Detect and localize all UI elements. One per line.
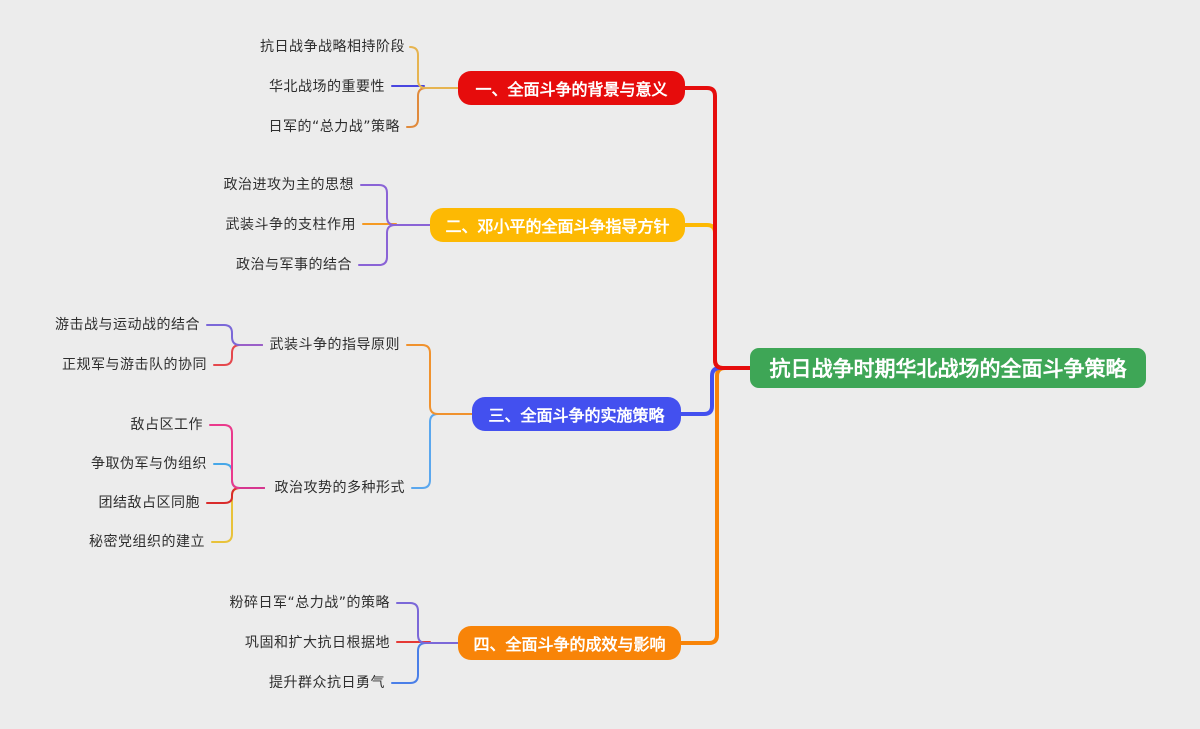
- trunk-branch1: [683, 86, 752, 370]
- leaf-topic[interactable]: 正规军与游击队的协同: [62, 357, 207, 373]
- connector-b2-c3: [358, 224, 431, 266]
- connector-b1-c1: [409, 46, 459, 89]
- trunk-branch4: [679, 366, 752, 645]
- connector-b3-c2-s1: [209, 424, 265, 489]
- connector-b4-c1: [396, 602, 459, 644]
- branch-node-3[interactable]: 三、全面斗争的实施策略: [472, 397, 681, 431]
- leaf-topic[interactable]: 团结敌占区同胞: [98, 495, 200, 511]
- leaf-topic[interactable]: 争取伪军与伪组织: [91, 456, 207, 472]
- leaf-topic[interactable]: 巩固和扩大抗日根据地: [245, 635, 390, 651]
- leaf-topic[interactable]: 抗日战争战略相持阶段: [260, 39, 405, 55]
- leaf-topic[interactable]: 粉碎日军“总力战”的策略: [229, 595, 390, 611]
- trunk-branch2: [683, 223, 752, 370]
- branch-node-2[interactable]: 二、邓小平的全面斗争指导方针: [430, 208, 685, 242]
- branch-node-4[interactable]: 四、全面斗争的成效与影响: [458, 626, 681, 660]
- subtopic[interactable]: 武装斗争的指导原则: [269, 337, 400, 353]
- branch-node-1[interactable]: 一、全面斗争的背景与意义: [458, 71, 685, 105]
- connector-b2-c1: [360, 184, 431, 226]
- leaf-topic[interactable]: 游击战与运动战的结合: [55, 317, 200, 333]
- connector-b3-c1-s1: [206, 324, 263, 346]
- leaf-topic[interactable]: 敌占区工作: [130, 417, 203, 433]
- connector-b4-c3: [391, 642, 459, 684]
- connector-b3-c2-s3: [206, 487, 265, 504]
- leaf-topic[interactable]: 政治与军事的结合: [236, 257, 352, 273]
- leaf-topic[interactable]: 华北战场的重要性: [269, 79, 385, 95]
- connector-b3-c2-s4: [211, 487, 265, 543]
- connector-b3-c2-s2: [213, 463, 265, 489]
- connector-b3-c1-s2: [213, 344, 263, 366]
- connector-b1-c3: [406, 87, 459, 128]
- connector-b3-c1: [406, 344, 473, 415]
- leaf-topic[interactable]: 政治进攻为主的思想: [223, 177, 354, 193]
- leaf-topic[interactable]: 武装斗争的支柱作用: [225, 217, 356, 233]
- root-node[interactable]: 抗日战争时期华北战场的全面斗争策略: [750, 348, 1146, 388]
- leaf-topic[interactable]: 秘密党组织的建立: [89, 534, 205, 550]
- subtopic[interactable]: 政治攻势的多种形式: [274, 480, 405, 496]
- leaf-topic[interactable]: 日军的“总力战”策略: [268, 119, 400, 135]
- leaf-topic[interactable]: 提升群众抗日勇气: [269, 675, 385, 691]
- connector-b3-c2: [411, 413, 473, 489]
